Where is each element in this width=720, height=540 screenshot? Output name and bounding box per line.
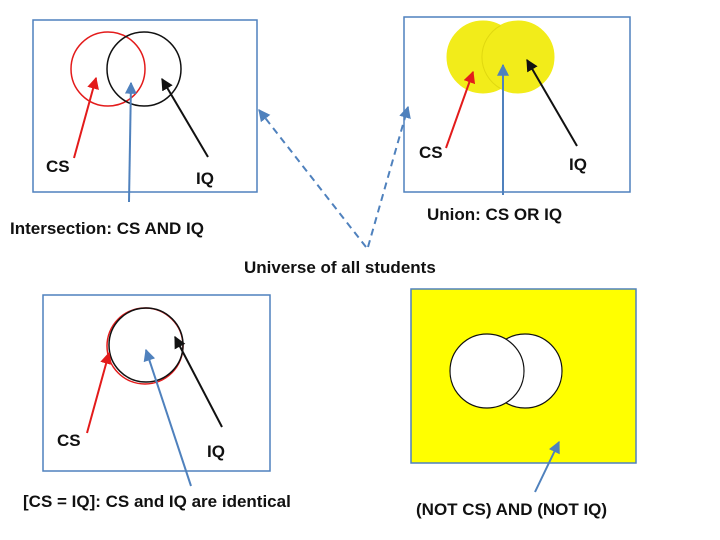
complement-caption: (NOT CS) AND (NOT IQ) xyxy=(416,500,607,519)
intersection-panel: CS IQ Intersection: CS AND IQ xyxy=(10,19,258,238)
union-iq-label: IQ xyxy=(569,155,587,174)
identical-iq-label: IQ xyxy=(207,442,225,461)
union-inner-boundary xyxy=(481,25,501,89)
intersection-cs-label: CS xyxy=(46,157,70,176)
identical-panel: CS IQ [CS = IQ]: CS and IQ are identical xyxy=(23,294,291,511)
complement-pointer-arrow xyxy=(534,440,560,493)
universe-arrow-left xyxy=(258,109,367,248)
complement-cs-circle xyxy=(449,333,525,409)
union-iq-arrow xyxy=(526,58,578,147)
intersection-cs-arrow xyxy=(73,76,99,159)
union-caption: Union: CS OR IQ xyxy=(427,205,562,224)
identical-caption: [CS = IQ]: CS and IQ are identical xyxy=(23,492,291,511)
universe-pointer: Universe of all students xyxy=(244,105,436,277)
intersection-cs-circle xyxy=(70,31,146,107)
identical-cs-arrow xyxy=(86,351,112,434)
identical-iq-arrow xyxy=(174,335,223,428)
union-cs-label: CS xyxy=(419,143,443,162)
universe-arrow-right xyxy=(367,105,411,248)
intersection-iq-arrow xyxy=(161,77,209,158)
intersection-iq-label: IQ xyxy=(196,169,214,188)
identical-pointer-arrow xyxy=(143,348,192,487)
intersection-iq-circle xyxy=(106,31,182,107)
union-cs-arrow xyxy=(445,70,476,149)
intersection-pointer-arrow xyxy=(124,81,137,203)
complement-panel: (NOT CS) AND (NOT IQ) xyxy=(410,288,637,519)
universe-label: Universe of all students xyxy=(244,258,436,277)
identical-cs-label: CS xyxy=(57,431,81,450)
union-panel: CS IQ Union: CS OR IQ xyxy=(403,16,631,224)
intersection-caption: Intersection: CS AND IQ xyxy=(10,219,204,238)
